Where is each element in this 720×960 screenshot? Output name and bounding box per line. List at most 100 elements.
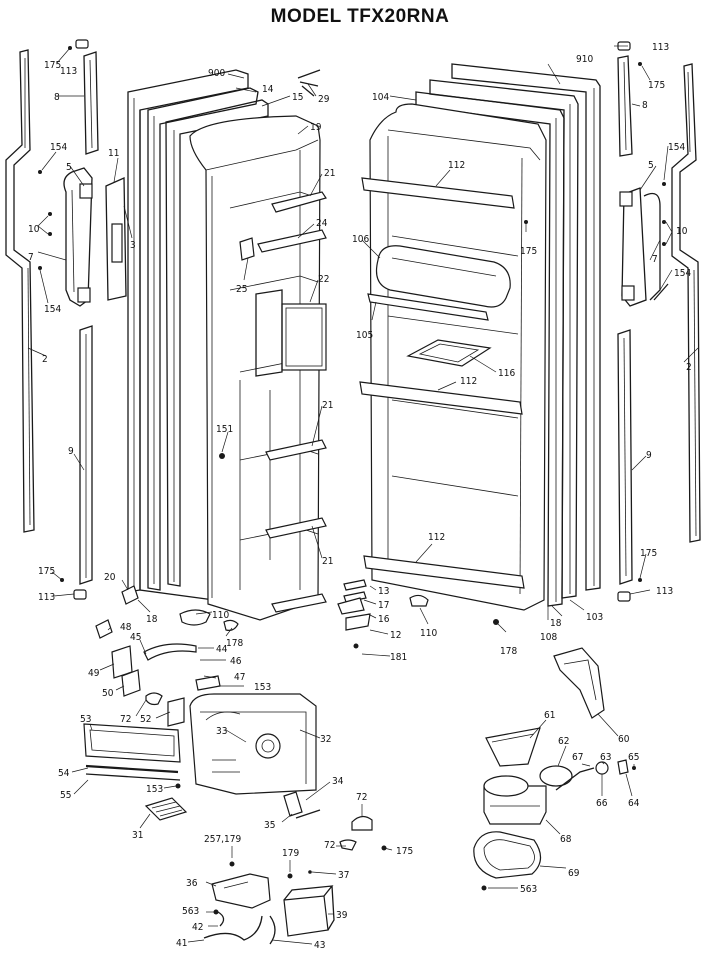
callout-label: 112 — [428, 532, 445, 543]
callout-label: 151 — [216, 424, 233, 435]
right-door-handle — [619, 187, 661, 307]
left-small-caps — [38, 39, 89, 600]
callout-label: 49 — [88, 668, 100, 679]
dispenser-transformer — [283, 885, 335, 937]
callout-label: 106 — [352, 234, 369, 245]
callout-label: 175 — [38, 566, 55, 577]
callout-label: 45 — [130, 632, 141, 643]
callout-label: 108 — [540, 632, 557, 643]
callout-label: 46 — [230, 656, 242, 667]
callout-label: 63 — [600, 752, 611, 763]
dispenser-small-parts — [95, 619, 221, 727]
callout-label: 179 — [282, 848, 299, 859]
callout-label: 67 — [572, 752, 583, 763]
callout-label: 110 — [212, 610, 229, 621]
callout-label: 112 — [448, 160, 465, 171]
callout-label: 61 — [544, 710, 555, 721]
ice-chute-bracket — [553, 647, 605, 719]
callout-label: 154 — [668, 142, 685, 153]
callout-label: 25 — [236, 284, 247, 295]
freezer-door-hinge-clip — [239, 69, 321, 261]
callout-label: 31 — [132, 830, 143, 841]
callout-label: 68 — [560, 834, 572, 845]
callout-label: 178 — [500, 646, 517, 657]
callout-label: 153 — [254, 682, 271, 693]
callout-label: 69 — [568, 868, 580, 879]
callout-label: 257,179 — [204, 834, 241, 845]
callout-label: 113 — [656, 586, 673, 597]
callout-label: 2 — [42, 354, 48, 365]
callout-label: 154 — [674, 268, 691, 279]
callout-label: 43 — [314, 940, 325, 951]
callout-label: 41 — [176, 938, 187, 949]
callout-label: 52 — [140, 714, 151, 725]
callout-label: 113 — [38, 592, 55, 603]
right-upper-trim-strip — [617, 55, 633, 157]
callout-label: 153 — [146, 784, 163, 795]
callout-label: 112 — [460, 376, 477, 387]
callout-label: 18 — [550, 618, 562, 629]
fresh-food-door-outer-panel — [451, 63, 601, 591]
callout-label: 113 — [60, 66, 77, 77]
callout-label: 15 — [292, 92, 303, 103]
dispenser-front-frame — [83, 723, 181, 781]
right-lower-trim-strip — [617, 329, 633, 585]
freezer-door-ice-panel — [255, 289, 327, 377]
callout-label: 11 — [108, 148, 119, 159]
callout-label: 50 — [102, 688, 114, 699]
callout-label: 47 — [234, 672, 245, 683]
callout-label: 103 — [586, 612, 603, 623]
callout-label: 175 — [640, 548, 657, 559]
motor-mounting-plate — [473, 831, 542, 891]
control-bracket — [211, 873, 271, 909]
callout-label: 72 — [120, 714, 131, 725]
callout-label: 116 — [498, 368, 515, 379]
callout-label: 20 — [104, 572, 116, 583]
callout-label: 21 — [322, 400, 333, 411]
callout-label: 42 — [192, 922, 203, 933]
callout-leader-lines — [27, 45, 699, 945]
callout-label: 5 — [648, 160, 654, 171]
callout-label: 44 — [216, 644, 228, 655]
callout-label: 8 — [54, 92, 60, 103]
fresh-food-dairy-door — [375, 245, 511, 308]
callout-label: 9 — [68, 446, 74, 457]
callout-label: 48 — [120, 622, 132, 633]
callout-label: 7 — [28, 252, 34, 263]
callout-label: 17 — [378, 600, 389, 611]
callout-label: 12 — [390, 630, 401, 641]
callout-label: 18 — [146, 614, 158, 625]
callout-label: 55 — [60, 790, 71, 801]
dispenser-lever-parts — [175, 783, 387, 879]
dispenser-grille — [144, 797, 188, 821]
auger-motor — [483, 759, 636, 825]
callout-label: 175 — [648, 80, 665, 91]
callout-label: 36 — [186, 878, 198, 889]
callout-labels: 175 113 900 14 15 29 8 19 154 11 5 21 10… — [28, 42, 692, 951]
callout-label: 2 — [686, 362, 692, 373]
callout-label: 113 — [652, 42, 669, 53]
callout-label: 10 — [28, 224, 40, 235]
left-door-handle — [63, 167, 93, 307]
callout-label: 72 — [324, 840, 335, 851]
callout-label: 13 — [378, 586, 389, 597]
right-door-gasket-strip — [671, 63, 701, 543]
callout-label: 900 — [208, 68, 225, 79]
callout-label: 21 — [322, 556, 333, 567]
callout-label: 154 — [50, 142, 67, 153]
left-handle-bracket — [105, 177, 127, 301]
callout-label: 10 — [676, 226, 688, 237]
callout-label: 110 — [420, 628, 437, 639]
freezer-door-shelf-rails — [257, 191, 327, 613]
callout-label: 37 — [338, 870, 349, 881]
callout-label: 175 — [520, 246, 537, 257]
callout-label: 60 — [618, 734, 630, 745]
callout-label: 33 — [216, 726, 227, 737]
callout-label: 910 — [576, 54, 593, 65]
callout-label: 563 — [520, 884, 537, 895]
callout-label: 16 — [378, 614, 390, 625]
callout-label: 54 — [58, 768, 70, 779]
callout-label: 22 — [318, 274, 329, 285]
page-title: MODEL TFX20RNA — [270, 6, 450, 27]
callout-label: 19 — [310, 122, 322, 133]
